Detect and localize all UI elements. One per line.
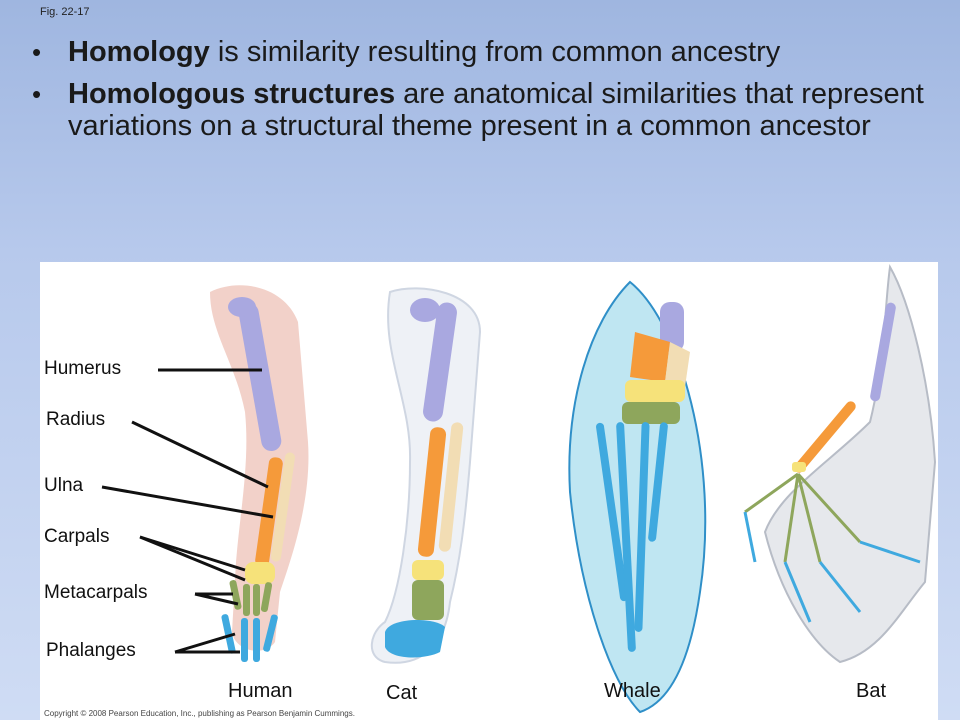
bullet-homology: • Homology is similarity resulting from … [28, 36, 928, 68]
cat-leg [370, 287, 482, 664]
bullet-dot-icon: • [32, 79, 42, 109]
species-label-cat: Cat [386, 682, 418, 704]
forelimb-figure: Humerus Radius Ulna Carpals Metacarpals … [40, 262, 938, 720]
label-radius: Radius [46, 409, 106, 430]
whale-flipper [568, 280, 707, 714]
label-humerus: Humerus [44, 358, 122, 379]
species-label-bat: Bat [856, 680, 887, 702]
bullet-dot-icon: • [32, 37, 42, 67]
definition-homology: is similarity resulting from common ance… [209, 36, 781, 68]
human-arm [210, 285, 309, 662]
term-homologous-structures: Homologous structures [68, 78, 396, 110]
forelimb-illustration [101, 263, 937, 714]
label-phalanges: Phalanges [46, 640, 136, 661]
species-label-human: Human [228, 680, 293, 702]
label-carpals: Carpals [44, 526, 110, 547]
definition-homologous-structures: are anatomical similarities that represe… [68, 78, 924, 142]
copyright-notice: Copyright © 2008 Pearson Education, Inc.… [44, 709, 355, 718]
label-metacarpals: Metacarpals [44, 582, 148, 603]
bullet-list: • Homology is similarity resulting from … [28, 36, 928, 152]
species-label-whale: Whale [604, 680, 661, 702]
label-ulna: Ulna [44, 475, 84, 496]
bullet-homologous-structures: • Homologous structures are anatomical s… [28, 78, 928, 142]
figure-number: Fig. 22-17 [40, 6, 90, 18]
term-homology: Homology [68, 36, 210, 68]
bat-wing [743, 263, 937, 664]
leader-lines [101, 368, 274, 654]
